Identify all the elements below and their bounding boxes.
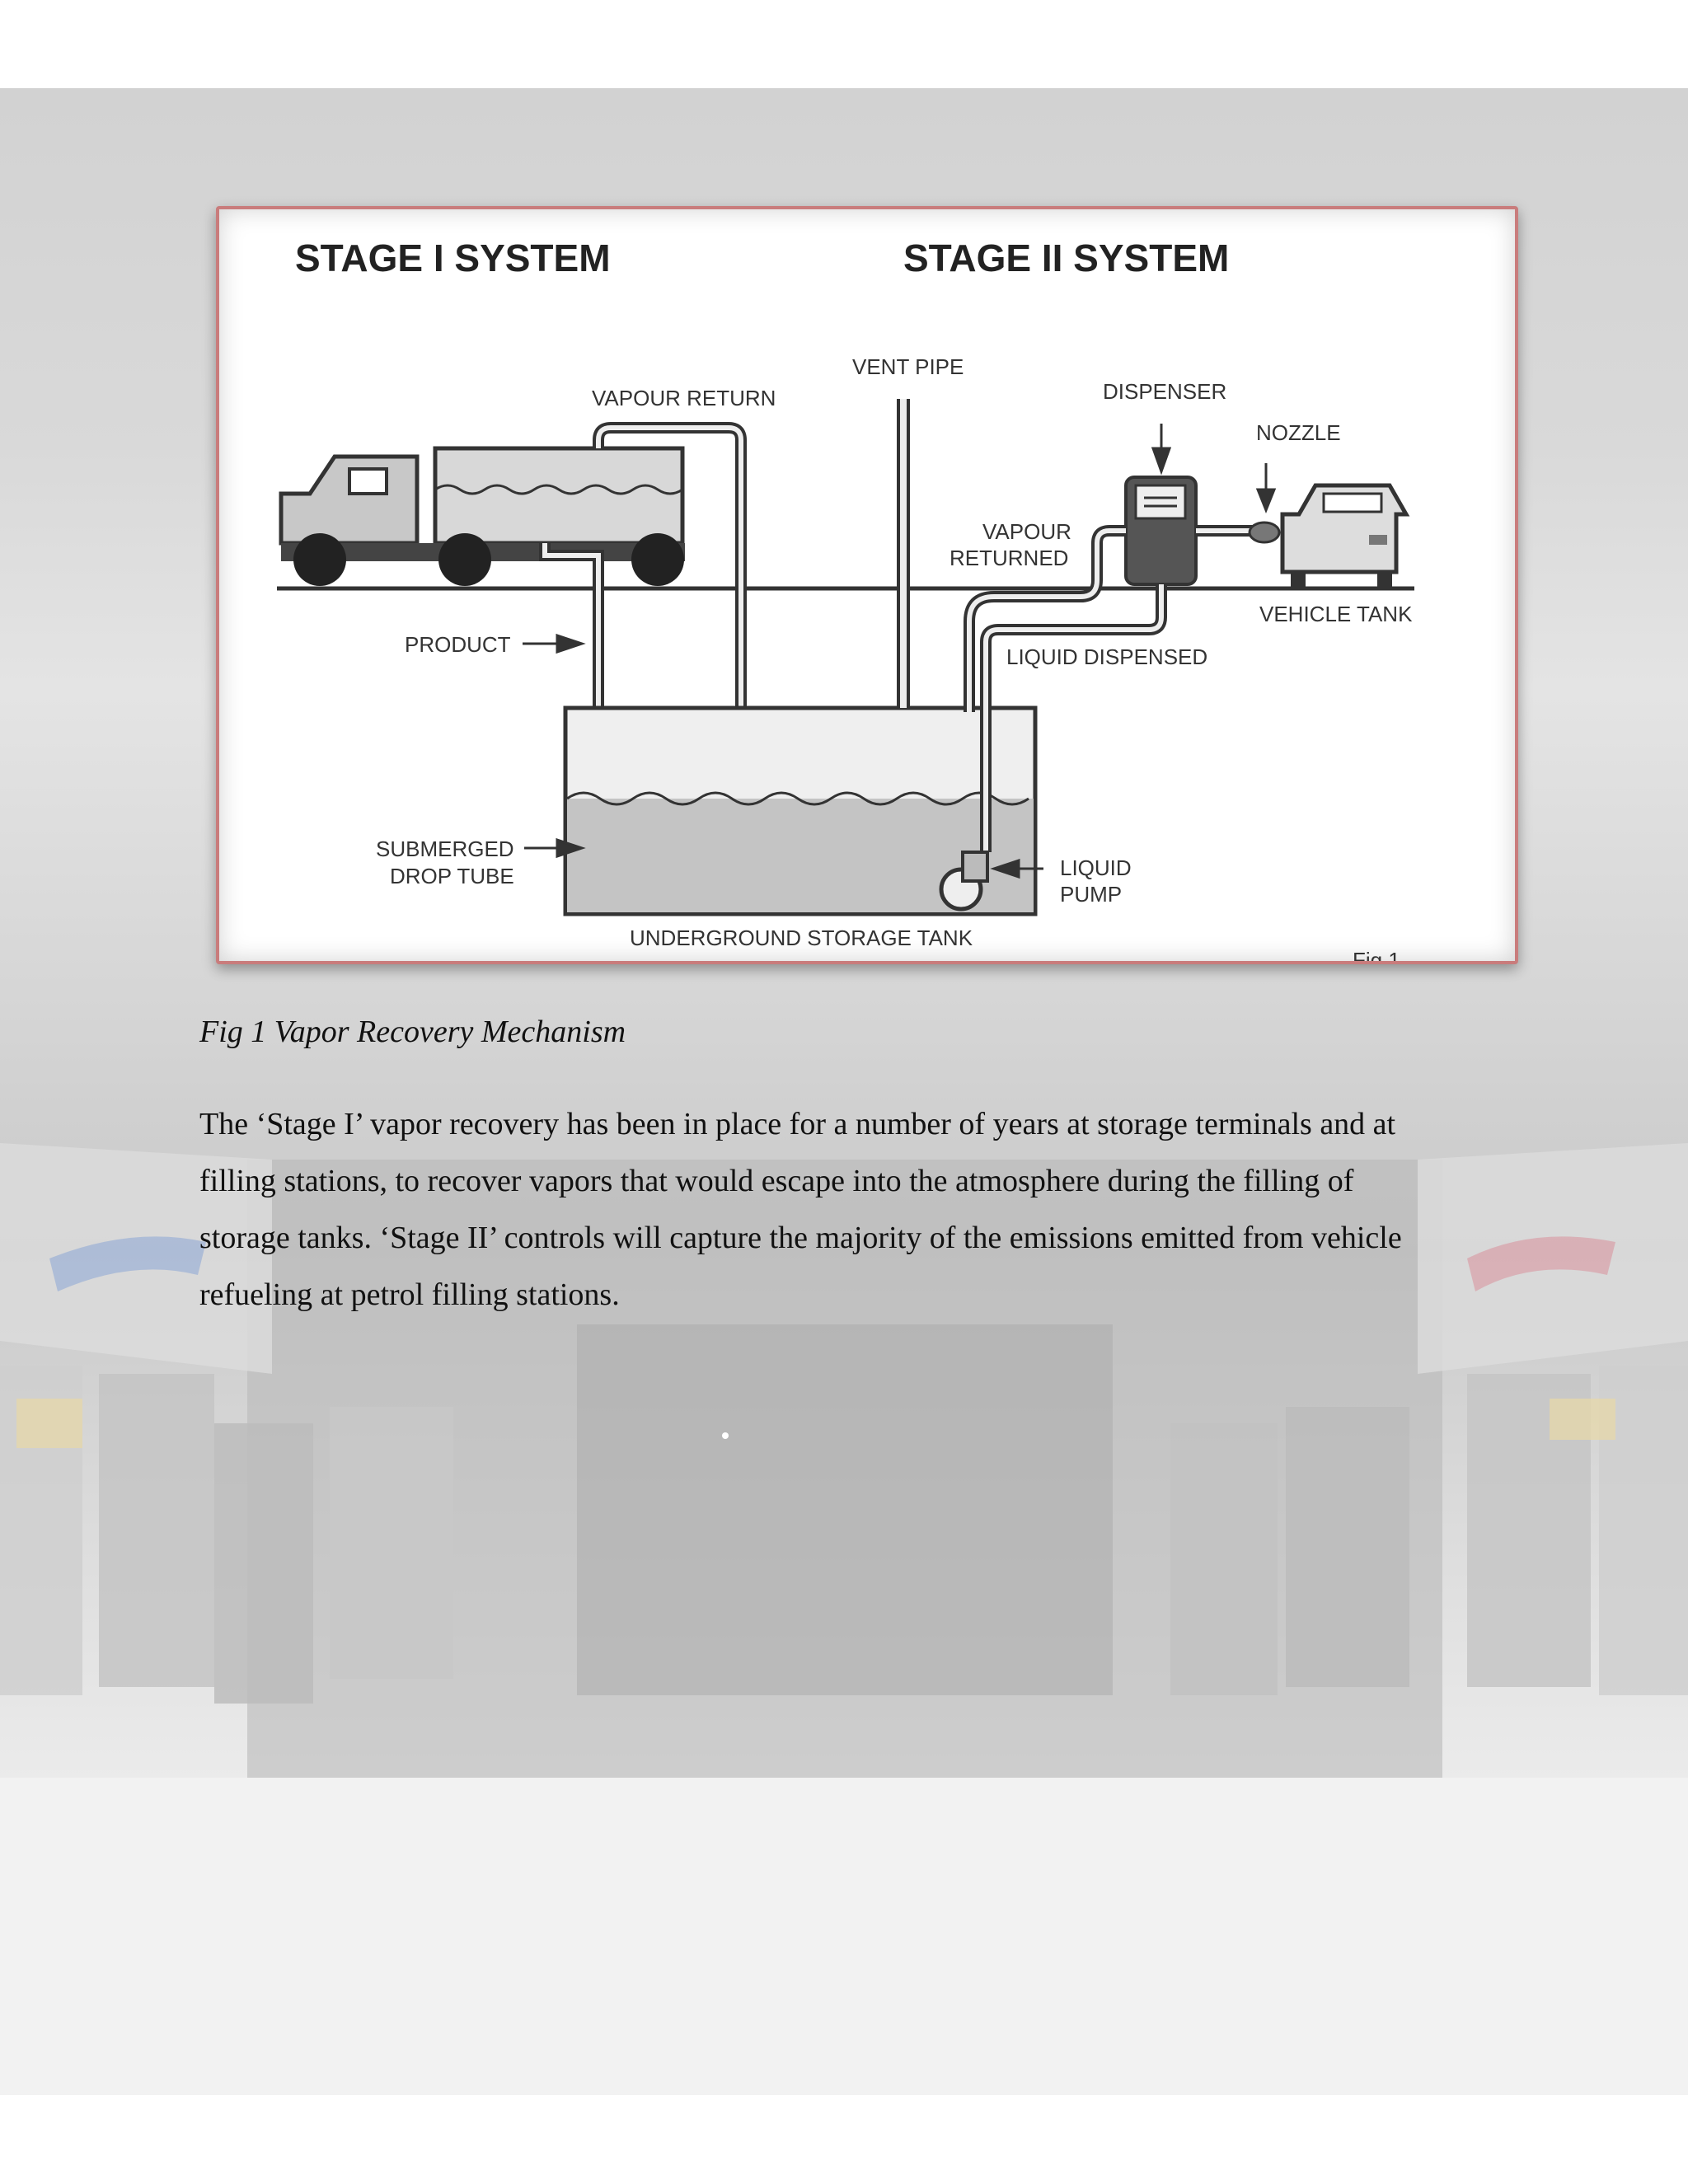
vehicle bbox=[1280, 483, 1410, 588]
label-dispenser: DISPENSER bbox=[1103, 379, 1226, 404]
tanker-truck bbox=[279, 446, 685, 586]
label-underground-tank: UNDERGROUND STORAGE TANK bbox=[630, 926, 973, 950]
stage2-title: STAGE II SYSTEM bbox=[903, 237, 1229, 279]
label-vapour-return: VAPOUR RETURN bbox=[592, 386, 776, 410]
label-nozzle: NOZZLE bbox=[1256, 420, 1341, 445]
label-submerged-2: DROP TUBE bbox=[390, 864, 514, 888]
label-vapour-returned-2: RETURNED bbox=[950, 546, 1068, 570]
label-liquid-pump-2: PUMP bbox=[1060, 882, 1122, 907]
stage1-title: STAGE I SYSTEM bbox=[295, 237, 611, 279]
label-vent-pipe: VENT PIPE bbox=[852, 354, 964, 379]
label-submerged-1: SUBMERGED bbox=[376, 837, 514, 861]
dispenser bbox=[1124, 476, 1198, 586]
paragraph-line: refueling at petrol filling stations. bbox=[199, 1277, 620, 1312]
label-product: PRODUCT bbox=[405, 632, 511, 657]
body-paragraph: The ‘Stage I’ vapor recovery has been in… bbox=[199, 1096, 1502, 1324]
paragraph-line: The ‘Stage I’ vapor recovery has been in… bbox=[199, 1107, 1396, 1141]
vapor-recovery-diagram: STAGE I SYSTEM STAGE II SYSTEM bbox=[216, 206, 1518, 964]
label-vapour-returned-1: VAPOUR bbox=[982, 519, 1071, 544]
paragraph-line: storage tanks. ‘Stage II’ controls will … bbox=[199, 1221, 1402, 1255]
paragraph-line: filling stations, to recover vapors that… bbox=[199, 1164, 1354, 1198]
figure-caption: Fig 1 Vapor Recovery Mechanism bbox=[199, 1015, 626, 1049]
label-fig-tag: Fig 1 bbox=[1353, 948, 1400, 961]
label-liquid-dispensed: LIQUID DISPENSED bbox=[1006, 644, 1207, 669]
label-liquid-pump-1: LIQUID bbox=[1060, 855, 1132, 880]
petrol-station-illustration bbox=[0, 1143, 1688, 2095]
nozzle bbox=[1248, 521, 1281, 544]
label-vehicle-tank: VEHICLE TANK bbox=[1259, 602, 1413, 626]
